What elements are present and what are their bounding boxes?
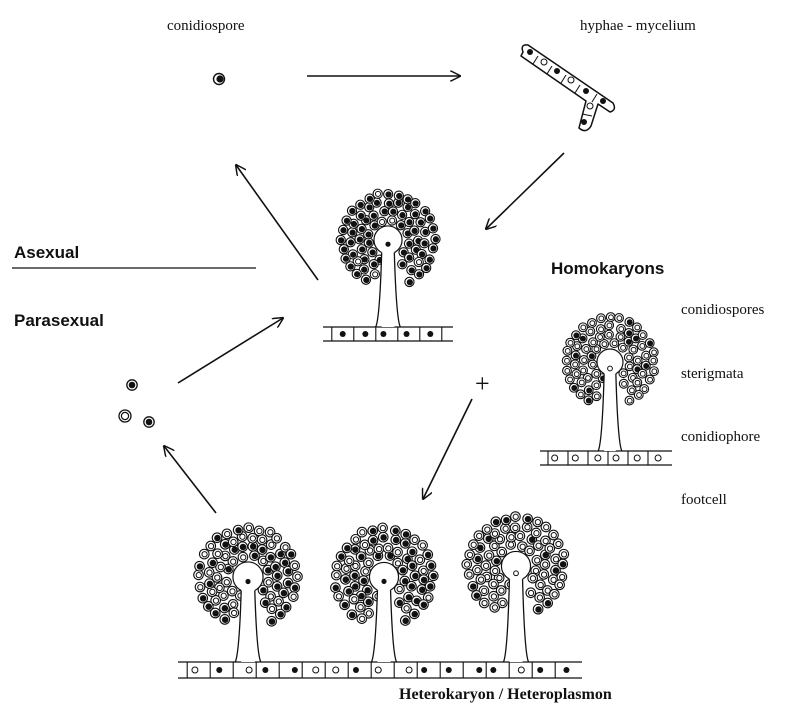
conidiophore-heterokaryon-3 [462, 512, 569, 662]
conidiophore-heterokaryon-1 [194, 523, 303, 662]
label-conidiospores: conidiospores [681, 302, 764, 318]
conidiophore-dark-homokaryon [336, 189, 440, 327]
arrow-conidiophore-to-spore [236, 165, 318, 280]
conidiophore-heterokaryon-2 [331, 523, 438, 662]
recombinant-spores-icon [119, 380, 154, 427]
arrow-homokaryons-to-heterokaryon [423, 399, 472, 499]
label-conidiospore: conidiospore [167, 18, 245, 34]
label-conidiophore: conidiophore [681, 429, 760, 445]
footcell-row-heterokaryon [178, 662, 582, 678]
footcell-row-dark [323, 327, 453, 341]
arrow-spores-to-conidiophore [178, 318, 283, 383]
footcell-row-light [540, 451, 672, 465]
label-footcell: footcell [681, 492, 727, 508]
hyphae-mycelium-icon [521, 45, 614, 131]
label-homokaryons: Homokaryons [551, 259, 664, 278]
label-hyphae-mycelium: hyphae - mycelium [580, 18, 696, 34]
conidiospore-icon [214, 74, 225, 85]
diagram-title: Heterokaryon / Heteroplasmon [399, 686, 612, 703]
label-asexual: Asexual [14, 243, 79, 262]
plus-sign: + [475, 369, 490, 398]
label-sterigmata: sterigmata [681, 366, 744, 382]
cycle-arrows [164, 76, 564, 513]
label-parasexual: Parasexual [14, 311, 104, 330]
conidiophore-light-homokaryon [562, 313, 658, 451]
arrow-hyphae-to-conidiophore [486, 153, 564, 229]
arrow-heterokaryon-to-spores [164, 446, 216, 513]
